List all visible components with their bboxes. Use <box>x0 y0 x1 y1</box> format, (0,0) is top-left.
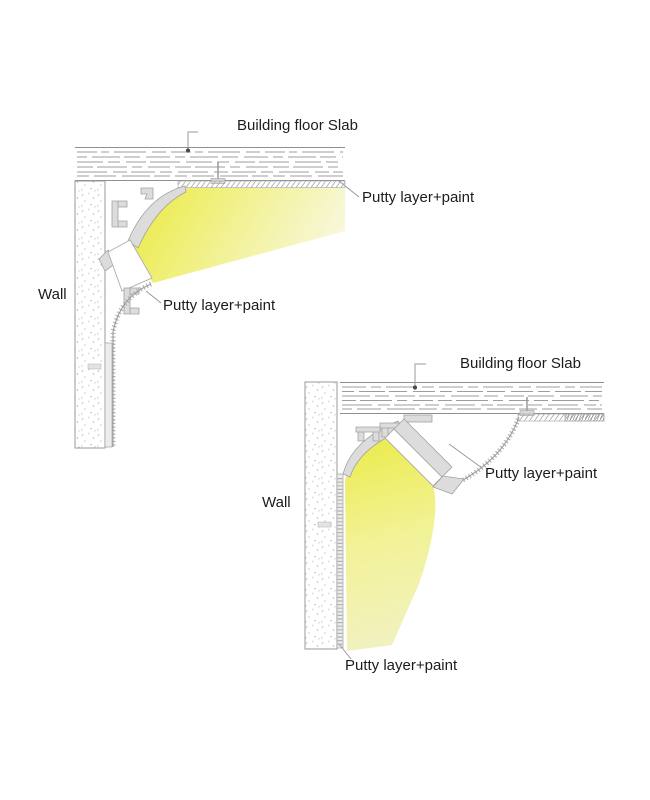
wall-board-1 <box>104 342 113 448</box>
label-building-floor-slab-2: Building floor Slab <box>460 355 581 372</box>
wall-putty-strip-2 <box>336 473 344 649</box>
label-putty-cove-2: Putty layer+paint <box>485 465 598 482</box>
label-putty-cove-1: Putty layer+paint <box>163 297 276 314</box>
leader-putty-ceiling-1 <box>338 180 360 198</box>
diffuser-lens-2 <box>384 428 443 487</box>
mounting-clip-mid-1 <box>111 200 128 228</box>
leader-slab-2 <box>414 363 426 386</box>
diagram-wall-wash: Building floor Slab Putty layer+paint Pu… <box>262 355 605 674</box>
led-profile-1 <box>98 185 187 315</box>
cove-curve-1 <box>104 281 153 448</box>
leader-dot-2 <box>412 385 418 390</box>
leader-putty-cove-1 <box>145 290 162 304</box>
profile-ceiling-flange-2 <box>403 414 433 423</box>
mounting-clip-top-1 <box>140 187 154 200</box>
putty-layer-ceiling-2b <box>564 413 605 422</box>
wall-section-1 <box>74 180 106 449</box>
wall-section-2 <box>304 381 338 650</box>
cove-curve-2 <box>461 416 522 483</box>
light-beam-2 <box>345 429 436 651</box>
mounting-clip-a-2 <box>355 426 381 442</box>
label-wall-2: Wall <box>262 494 291 511</box>
diagram-ceiling-wash: Building floor Slab Putty layer+paint Pu… <box>38 117 475 449</box>
label-wall-1: Wall <box>38 286 67 303</box>
light-beam-1 <box>130 188 345 283</box>
slab-section-2 <box>340 381 604 416</box>
wall-fixing-1 <box>87 363 102 370</box>
diffuser-lens-1 <box>107 239 153 292</box>
leader-putty-cove-2 <box>448 443 483 469</box>
label-putty-ceiling-1: Putty layer+paint <box>362 189 475 206</box>
label-building-floor-slab-1: Building floor Slab <box>237 117 358 134</box>
putty-layer-ceiling-1 <box>177 180 346 188</box>
label-putty-wall-2: Putty layer+paint <box>345 657 458 674</box>
leader-slab-1 <box>187 131 198 149</box>
wall-fixing-2 <box>317 521 332 528</box>
leader-putty-wall-2 <box>338 643 352 660</box>
led-profile-2 <box>342 414 465 495</box>
leader-dot-1 <box>185 148 191 153</box>
mounting-clip-bottom-1 <box>123 287 140 315</box>
slab-section-1 <box>75 146 345 184</box>
